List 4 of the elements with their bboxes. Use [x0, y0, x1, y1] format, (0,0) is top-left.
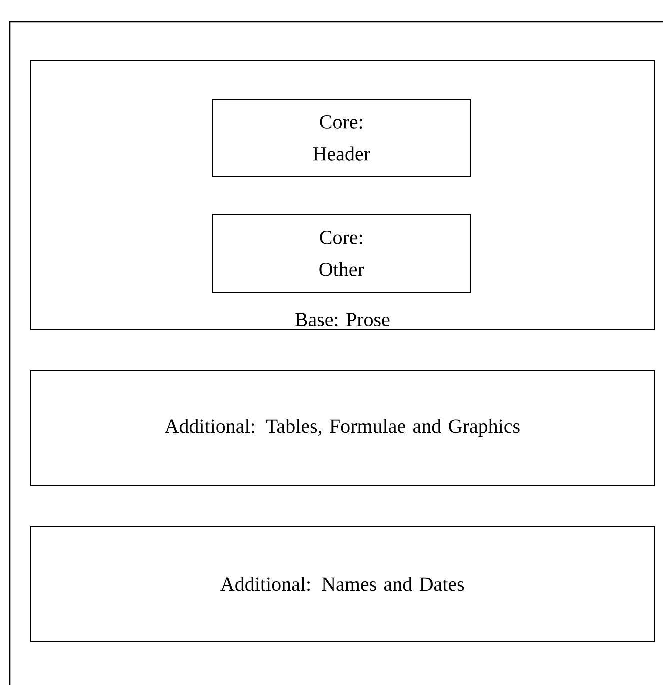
section-box: Additional: Tables, Formulae and Graphics — [30, 370, 656, 486]
core-box: Core: Header — [212, 99, 472, 178]
section-box: Additional: Names and Dates — [30, 526, 656, 642]
core-box: Core: Other — [212, 214, 472, 294]
